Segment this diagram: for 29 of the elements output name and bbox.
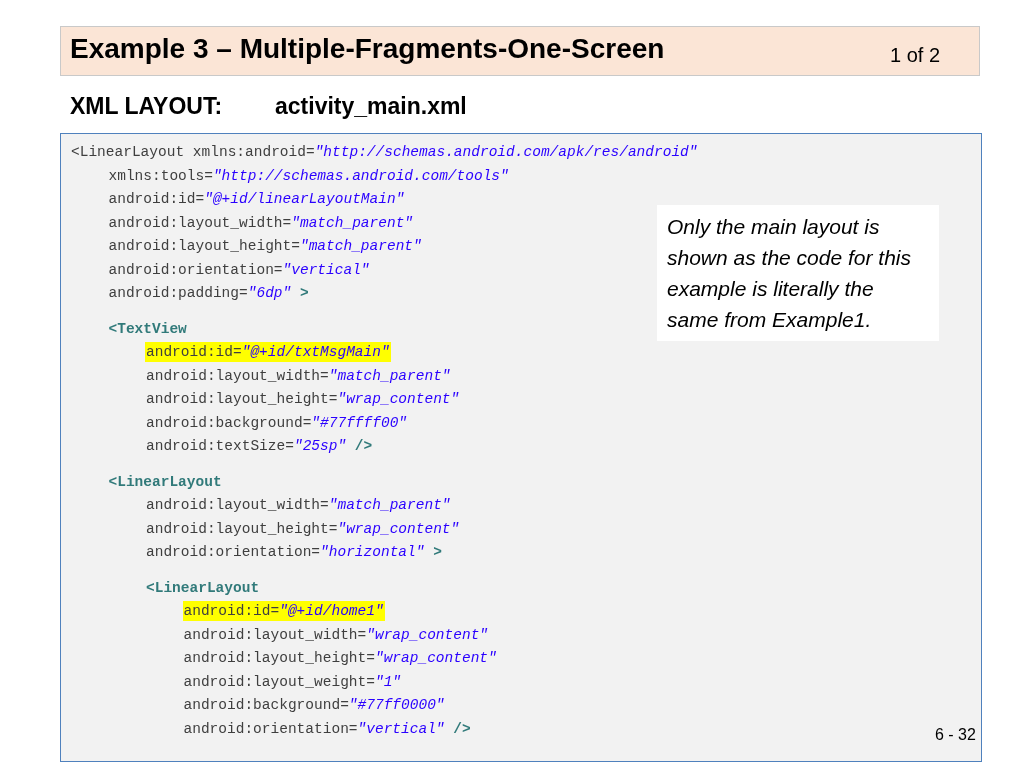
page-counter: 1 of 2: [890, 44, 941, 67]
section-heading: XML LAYOUT:: [70, 93, 223, 120]
code-line: android:orientation="horizontal" >: [145, 543, 443, 562]
code-line: <LinearLayout: [107, 472, 223, 492]
code-line: android:layout_width="match_parent": [107, 213, 415, 233]
code-line: android:background="#77ffff00": [145, 413, 409, 433]
code-line: android:id="@+id/linearLayoutMain": [107, 190, 406, 209]
code-line: android:layout_height="wrap_content": [145, 390, 461, 409]
code-line: android:orientation="vertical": [107, 260, 371, 280]
code-line: android:padding="6dp" >: [107, 284, 310, 303]
file-name: activity_main.xml: [275, 93, 467, 120]
code-line: android:textSize="25sp" />: [145, 437, 374, 456]
slide-number: 6 - 32: [935, 726, 976, 744]
code-line: android:layout_height="wrap_content": [145, 519, 461, 539]
code-line: android:layout_height="match_parent": [107, 237, 423, 256]
code-line: <LinearLayout: [145, 578, 261, 598]
code-line: android:layout_width="wrap_content": [182, 625, 490, 645]
code-panel: [60, 133, 982, 762]
code-line: android:layout_height="wrap_content": [182, 649, 498, 668]
slide-title: Example 3 – Multiple-Fragments-One-Screen: [70, 33, 665, 65]
code-line: android:layout_weight="1": [182, 672, 403, 692]
code-line: android:orientation="vertical" />: [182, 719, 472, 739]
note-text: Only the main layout is shown as the code for this example is literally the same from Example1.: [667, 214, 912, 333]
code-line: xmlns:tools="http://schemas.android.com/tools": [107, 166, 510, 186]
code-line: android:layout_width="match_parent": [145, 496, 452, 515]
code-line: <TextView: [107, 319, 188, 339]
code-line: <LinearLayout xmlns:android="http://schemas.android.com/apk/res/android": [70, 143, 699, 162]
code-line: android:background="#77ff0000": [182, 696, 446, 715]
code-line: android:layout_width="match_parent": [145, 366, 452, 386]
